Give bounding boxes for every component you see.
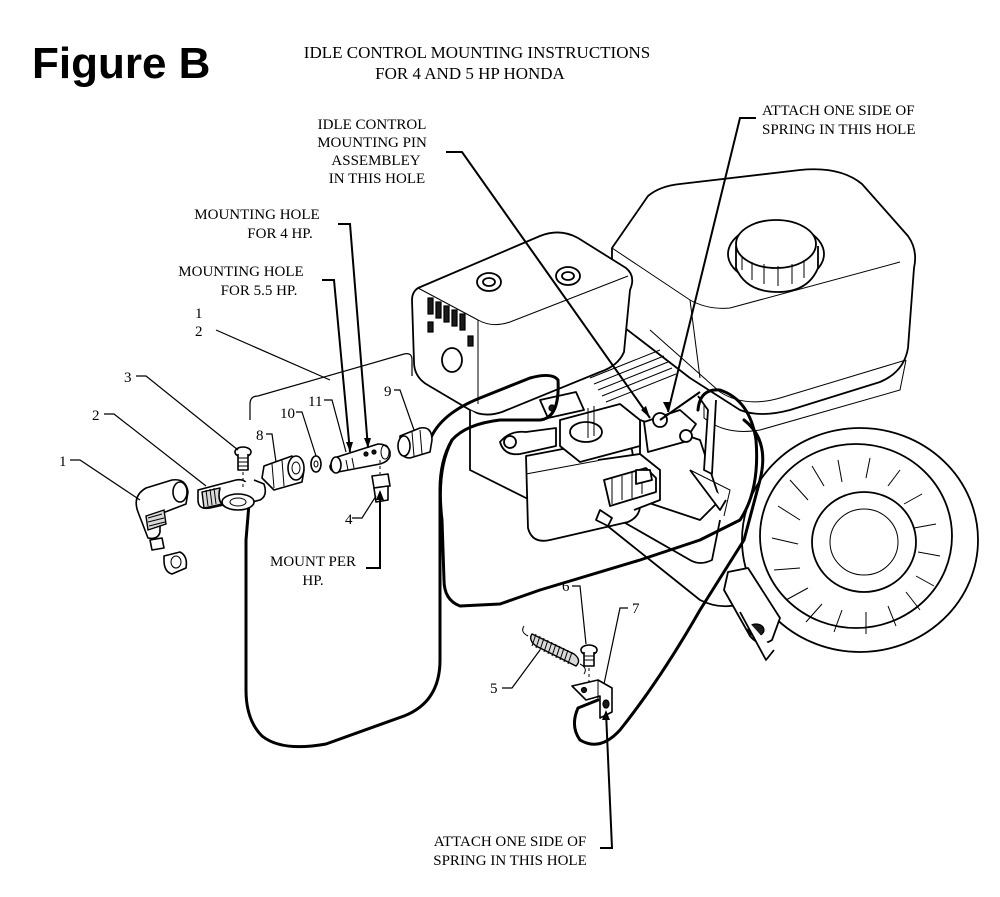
callout-pin-line-4: IN THIS HOLE (329, 171, 425, 187)
spring-cable (573, 418, 765, 746)
part-2-cable-clip (197, 478, 267, 511)
recoil-starter (723, 427, 979, 661)
part-6-screw (580, 644, 598, 684)
figure-label: Figure B (32, 39, 210, 88)
title-line-1: IDLE CONTROL MOUNTING INSTRUCTIONS (304, 43, 650, 62)
group-bracket (249, 353, 413, 420)
leader-lines (70, 117, 756, 849)
callout-4hp-line-2: FOR 4 HP. (247, 226, 312, 242)
part-10-washer (310, 455, 322, 473)
group-number-1: 1 (195, 306, 203, 322)
engine-illustration (411, 168, 979, 661)
callout-spring-bottom-line-2: SPRING IN THIS HOLE (433, 853, 586, 869)
governor-linkage (643, 391, 727, 511)
group-number-2: 2 (195, 324, 203, 340)
callout-spring-top-line-1: ATTACH ONE SIDE OF (762, 103, 915, 119)
part-number-3: 3 (124, 370, 132, 386)
part-number-2: 2 (92, 408, 100, 424)
callout-mount-line-1: MOUNT PER (270, 554, 356, 570)
carburetor (499, 391, 661, 542)
part-number-1: 1 (59, 454, 67, 470)
callout-spring-top: ATTACH ONE SIDE OF SPRING IN THIS HOLE (762, 103, 915, 138)
title-line-2: FOR 4 AND 5 HP HONDA (375, 64, 565, 83)
fuel-cap (727, 219, 825, 293)
part-11-mounting-pin (329, 443, 391, 474)
part-3-screw (234, 446, 252, 490)
callout-pin-assembly: IDLE CONTROL MOUNTING PIN ASSEMBLEY IN T… (317, 117, 427, 187)
part-number-11: 11 (308, 394, 322, 410)
callout-4hp-line-1: MOUNTING HOLE (194, 207, 319, 223)
callout-pin-line-3: ASSEMBLEY (331, 153, 420, 169)
group-leader (215, 329, 331, 381)
callout-pin-line-1: IDLE CONTROL (318, 117, 427, 133)
part-number-labels: 1 2 3 4 5 6 7 8 9 10 11 1 2 (59, 306, 640, 697)
part-number-8: 8 (256, 428, 264, 444)
throttle-cable-return (438, 388, 759, 608)
part-number-9: 9 (384, 384, 392, 400)
callout-55hp-line-2: FOR 5.5 HP. (221, 283, 298, 299)
part-number-6: 6 (562, 579, 570, 595)
fuel-tank (611, 168, 917, 432)
part-5-spring (522, 625, 586, 675)
part-8-nut (261, 455, 305, 491)
callout-spring-top-line-2: SPRING IN THIS HOLE (762, 122, 915, 138)
callout-hole-55hp: MOUNTING HOLE FOR 5.5 HP. (178, 264, 303, 299)
callout-spring-bottom: ATTACH ONE SIDE OF SPRING IN THIS HOLE (433, 834, 586, 869)
air-cleaner (411, 231, 634, 416)
callout-mount-per-hp: MOUNT PER HP. (270, 554, 356, 589)
part-number-10: 10 (280, 406, 295, 422)
callout-mount-line-2: HP. (302, 573, 323, 589)
part-1-elbow-fitting (135, 478, 189, 575)
callout-55hp-line-1: MOUNTING HOLE (178, 264, 303, 280)
callout-spring-bottom-line-1: ATTACH ONE SIDE OF (434, 834, 587, 850)
part-number-7: 7 (632, 601, 640, 617)
part-number-5: 5 (490, 681, 498, 697)
part-number-4: 4 (345, 512, 353, 528)
callout-hole-4hp: MOUNTING HOLE FOR 4 HP. (194, 207, 319, 242)
callout-pin-line-2: MOUNTING PIN (317, 135, 427, 151)
part-9-coupler-nut (397, 426, 433, 459)
